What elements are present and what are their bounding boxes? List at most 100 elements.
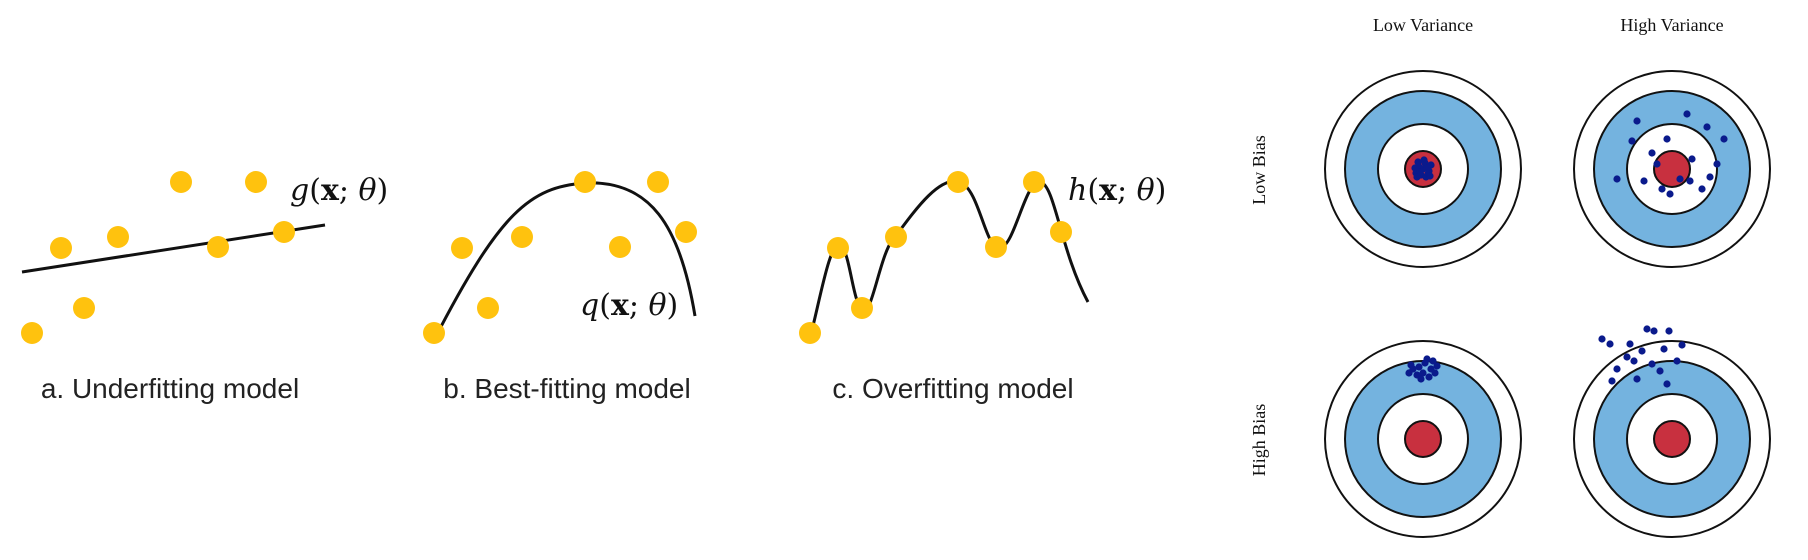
shot-dot xyxy=(1405,369,1413,377)
shot-dot xyxy=(1678,341,1686,349)
shot-dot xyxy=(1425,373,1433,381)
shot-dot xyxy=(1658,185,1666,193)
bestfitting-panel: q(x; θ) b. Best-fitting model xyxy=(423,171,697,404)
underfit-caption: a. Underfitting model xyxy=(41,373,299,404)
data-point xyxy=(675,221,697,243)
target-high-bias-high-variance xyxy=(1573,325,1771,538)
overfit-caption: c. Overfitting model xyxy=(832,373,1073,404)
data-point xyxy=(1050,221,1072,243)
shot-dot xyxy=(1423,355,1431,363)
shot-dot xyxy=(1720,135,1728,143)
data-point xyxy=(885,226,907,248)
shot-dot xyxy=(1613,365,1621,373)
column-label-high-variance: High Variance xyxy=(1620,15,1723,35)
data-point xyxy=(827,237,849,259)
target-bullseye xyxy=(1404,420,1442,458)
data-point xyxy=(851,297,873,319)
target-bullseye xyxy=(1653,150,1691,188)
shot-dot xyxy=(1663,380,1671,388)
underfit-data-points xyxy=(21,171,295,344)
overfit-formula: h(x; θ) xyxy=(1068,173,1166,208)
data-point xyxy=(21,322,43,344)
shot-dot xyxy=(1433,362,1441,370)
overfit-curve xyxy=(808,179,1090,339)
data-point xyxy=(477,297,499,319)
shot-dot xyxy=(1413,173,1421,181)
shot-dot xyxy=(1640,177,1648,185)
data-point xyxy=(50,237,72,259)
shot-dot xyxy=(1660,345,1668,353)
shot-dot xyxy=(1653,160,1661,168)
data-point xyxy=(985,236,1007,258)
shot-dot xyxy=(1703,123,1711,131)
shot-dot xyxy=(1688,155,1696,163)
overfit-data-points xyxy=(799,171,1072,344)
target-high-bias-low-variance xyxy=(1324,340,1522,538)
shot-dot xyxy=(1648,149,1656,157)
overfitting-panel: h(x; θ) c. Overfitting model xyxy=(799,171,1166,404)
shot-dot xyxy=(1673,357,1681,365)
data-point xyxy=(245,171,267,193)
shot-dot xyxy=(1706,173,1714,181)
shot-dot xyxy=(1633,117,1641,125)
shot-dot xyxy=(1420,156,1428,164)
shot-dot xyxy=(1608,377,1616,385)
shot-dot xyxy=(1666,190,1674,198)
row-label-high-bias: High Bias xyxy=(1249,404,1269,477)
shot-dot xyxy=(1606,340,1614,348)
shot-dot xyxy=(1656,367,1664,375)
target-low-bias-high-variance xyxy=(1573,70,1771,268)
data-point xyxy=(107,226,129,248)
shot-dot xyxy=(1698,185,1706,193)
shot-dot xyxy=(1623,353,1631,361)
target-bullseye xyxy=(1653,420,1691,458)
underfitting-panel: g(x; θ) a. Underfitting model xyxy=(21,171,388,404)
data-point xyxy=(1023,171,1045,193)
shot-dot xyxy=(1650,327,1658,335)
shot-dot xyxy=(1643,325,1651,333)
underfit-formula: g(x; θ) xyxy=(290,173,388,208)
shot-dot xyxy=(1407,361,1415,369)
bias-variance-diagram: Low Variance High Variance Low Bias High… xyxy=(1249,15,1771,538)
shot-dot xyxy=(1626,340,1634,348)
shot-dot xyxy=(1417,375,1425,383)
shot-dot xyxy=(1665,327,1673,335)
data-point xyxy=(511,226,533,248)
data-point xyxy=(574,171,596,193)
shot-dot xyxy=(1683,110,1691,118)
data-point xyxy=(423,322,445,344)
data-point xyxy=(609,236,631,258)
shot-dot xyxy=(1676,175,1684,183)
data-point xyxy=(207,236,229,258)
shot-dot xyxy=(1423,164,1431,172)
shot-dot xyxy=(1411,164,1419,172)
shot-dot xyxy=(1414,158,1422,166)
shot-dot xyxy=(1713,160,1721,168)
shot-dot xyxy=(1628,137,1636,145)
data-point xyxy=(273,221,295,243)
data-point xyxy=(799,322,821,344)
bestfit-caption: b. Best-fitting model xyxy=(443,373,690,404)
data-point xyxy=(73,297,95,319)
data-point xyxy=(647,171,669,193)
bestfit-formula: q(x; θ) xyxy=(580,288,678,323)
bestfit-data-points xyxy=(423,171,697,344)
shot-dot xyxy=(1638,347,1646,355)
shot-dot xyxy=(1415,363,1423,371)
shot-dot xyxy=(1431,369,1439,377)
shot-dot xyxy=(1663,135,1671,143)
shot-dot xyxy=(1686,177,1694,185)
shot-dot xyxy=(1426,172,1434,180)
column-label-low-variance: Low Variance xyxy=(1373,15,1473,35)
shot-dot xyxy=(1630,357,1638,365)
shot-dot xyxy=(1648,360,1656,368)
data-point xyxy=(170,171,192,193)
shot-dot xyxy=(1613,175,1621,183)
shot-dot xyxy=(1598,335,1606,343)
row-label-low-bias: Low Bias xyxy=(1249,135,1269,205)
data-point xyxy=(947,171,969,193)
shot-dot xyxy=(1633,375,1641,383)
data-point xyxy=(451,237,473,259)
target-low-bias-low-variance xyxy=(1324,70,1522,268)
